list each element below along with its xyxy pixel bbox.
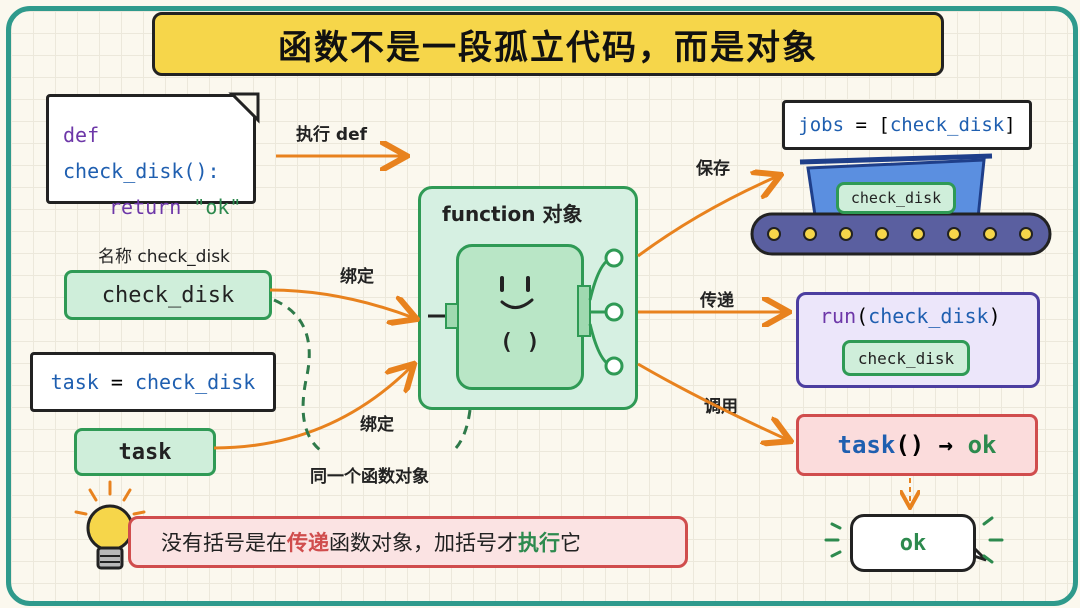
jobs-close: ] bbox=[1004, 114, 1016, 136]
name-check-disk: check_disk bbox=[64, 270, 272, 320]
arrow-save bbox=[637, 176, 778, 258]
tip-part-exec: 执行 bbox=[518, 531, 560, 555]
def-keyword: def bbox=[63, 123, 100, 147]
tip-part-pass: 传递 bbox=[287, 531, 329, 555]
name-task-label: task bbox=[118, 439, 172, 465]
return-keyword: return bbox=[109, 195, 182, 219]
bind-label-1: 绑定 bbox=[340, 267, 374, 287]
same-object-label: 同一个函数对象 bbox=[310, 467, 429, 487]
run-expression: run(check_disk) bbox=[820, 304, 1001, 328]
pass-label: 传递 bbox=[700, 291, 734, 311]
arrow-call bbox=[637, 362, 788, 440]
run-close: ) bbox=[988, 304, 1001, 328]
jobs-item: check_disk bbox=[889, 114, 1005, 136]
result-bubble-text: ok bbox=[899, 530, 927, 556]
call-result: ok bbox=[967, 431, 997, 459]
run-pill-label: check_disk bbox=[857, 348, 955, 368]
bind-label-2: 绑定 bbox=[360, 415, 394, 435]
name-task: task bbox=[74, 428, 216, 476]
same-object-link bbox=[273, 298, 322, 452]
function-parens: ( ) bbox=[500, 330, 540, 355]
arrow-bind-task bbox=[213, 366, 412, 450]
name-check-disk-label: check_disk bbox=[101, 282, 235, 308]
name-caption: 名称 check_disk bbox=[98, 247, 230, 267]
call-expression-box: task() → ok bbox=[796, 414, 1038, 476]
jobs-lhs: jobs bbox=[798, 114, 845, 136]
assignment-statement: task = check_disk bbox=[30, 352, 276, 412]
call-arrow: → bbox=[938, 431, 954, 459]
page-fold-corner bbox=[228, 92, 260, 124]
smiley-face-icon bbox=[500, 276, 534, 309]
code-snippet: def check_disk(): return "ok" bbox=[46, 94, 256, 219]
lightbulb-icon bbox=[74, 480, 146, 570]
run-arg: check_disk bbox=[868, 304, 989, 328]
function-object-title: function 对象 bbox=[442, 202, 583, 226]
call-parens: () bbox=[895, 431, 925, 459]
jobs-list-statement: jobs = [check_disk] bbox=[782, 100, 1032, 150]
result-bubble: ok bbox=[850, 514, 976, 572]
same-object-link-right bbox=[450, 409, 472, 454]
tip-part-5: 它 bbox=[560, 531, 581, 555]
jobs-op: = bbox=[855, 114, 867, 136]
exec-def-label: 执行 def bbox=[296, 125, 368, 145]
function-signature: check_disk(): bbox=[63, 159, 220, 183]
jobs-open: [ bbox=[878, 114, 890, 136]
arrow-bind-name bbox=[269, 288, 414, 318]
page-title: 函数不是一段孤立代码，而是对象 bbox=[152, 12, 944, 76]
function-connectors bbox=[428, 248, 624, 376]
return-string: "ok" bbox=[193, 195, 242, 219]
tip-part-3: 函数对象，加括号才 bbox=[329, 531, 518, 555]
tray-check-disk: check_disk bbox=[836, 182, 956, 214]
call-name: task bbox=[837, 431, 896, 459]
run-open: ( bbox=[856, 304, 869, 328]
tray-check-disk-label: check_disk bbox=[850, 189, 942, 207]
assign-op: = bbox=[110, 370, 123, 394]
tip-part-1: 没有括号是在 bbox=[161, 531, 287, 555]
sparkle-icon bbox=[824, 516, 1004, 564]
run-check-disk-pill: check_disk bbox=[842, 340, 970, 376]
tip-banner: 没有括号是在传递函数对象，加括号才执行它 bbox=[128, 516, 688, 568]
assign-lhs: task bbox=[50, 370, 99, 394]
save-label: 保存 bbox=[696, 159, 730, 179]
run-fn: run bbox=[820, 304, 857, 328]
assign-rhs: check_disk bbox=[134, 370, 256, 394]
